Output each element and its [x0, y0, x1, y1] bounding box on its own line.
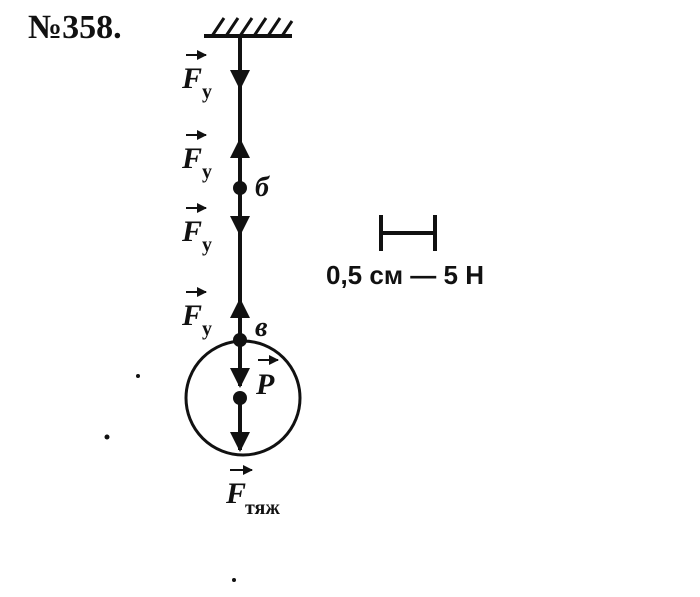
svg-text:F: F: [181, 142, 202, 175]
ceiling-hatch-icon: [204, 17, 294, 38]
label-fy-2: F у: [181, 130, 212, 183]
point-v-label: в: [255, 312, 268, 343]
svg-text:у: у: [202, 81, 212, 103]
label-fy-1: F у: [181, 50, 212, 103]
label-f-gravity: F тяж: [225, 465, 280, 519]
point-v: [233, 333, 247, 347]
speck: [136, 374, 140, 378]
label-p: P: [255, 355, 279, 401]
point-b-label: б: [255, 172, 270, 203]
speck: [232, 578, 236, 582]
point-b: [233, 181, 247, 195]
svg-text:F: F: [225, 477, 246, 510]
label-fy-3: F у: [181, 203, 212, 256]
svg-text:F: F: [181, 299, 202, 332]
ball-center-point: [233, 391, 247, 405]
label-fy-4: F у: [181, 287, 212, 340]
svg-text:тяж: тяж: [245, 497, 280, 519]
scale-bar-icon: [379, 215, 437, 251]
problem-number: №358.: [28, 9, 122, 46]
svg-text:P: P: [255, 368, 275, 401]
svg-text:у: у: [202, 318, 212, 340]
scale-label: 0,5 см — 5 Н: [326, 260, 484, 290]
svg-text:F: F: [181, 62, 202, 95]
speck: [104, 434, 110, 440]
svg-text:у: у: [202, 161, 212, 183]
svg-text:F: F: [181, 215, 202, 248]
svg-text:у: у: [202, 234, 212, 256]
